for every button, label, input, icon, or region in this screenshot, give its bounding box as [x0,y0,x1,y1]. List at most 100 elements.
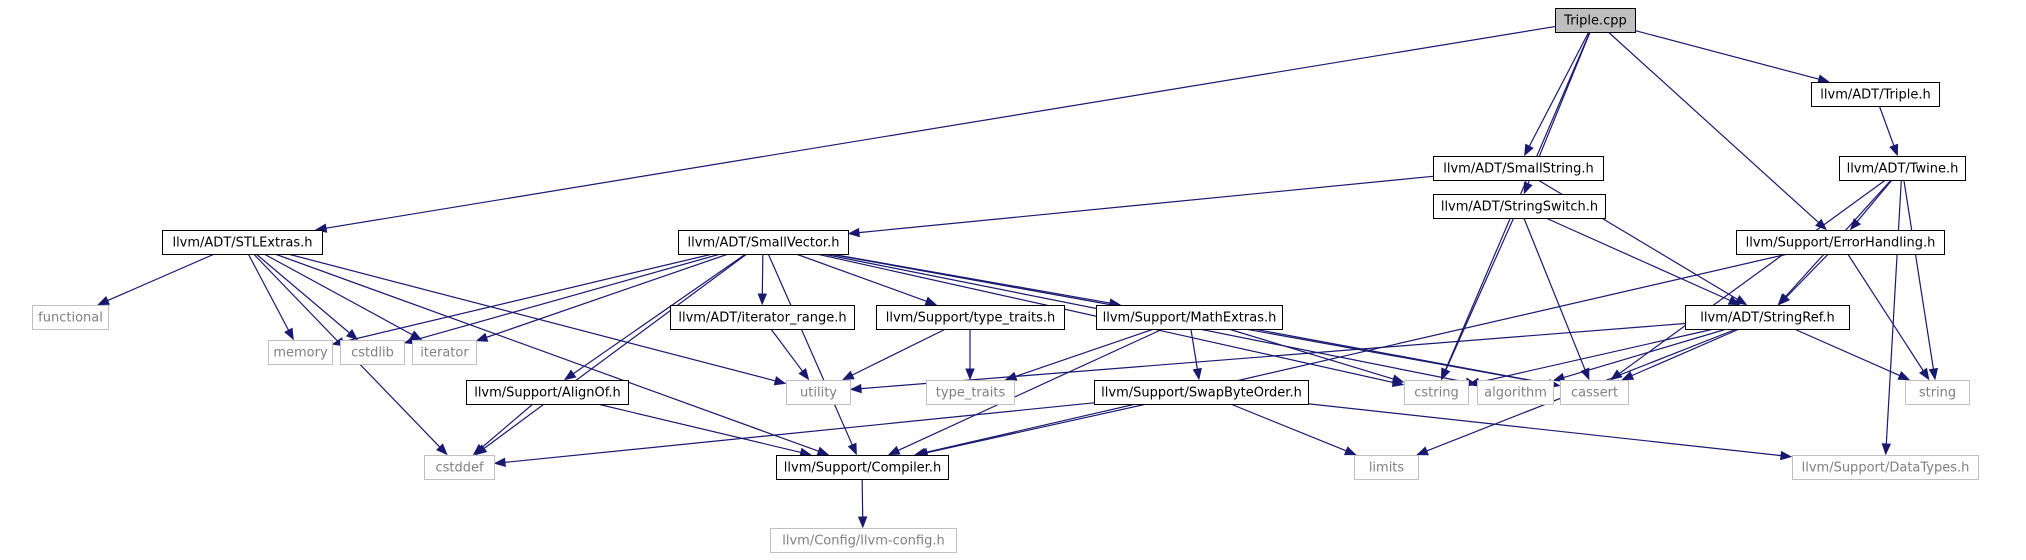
node-adt-stringswitch-h[interactable]: llvm/ADT/StringSwitch.h [1433,194,1606,219]
arrowhead-adt_smallstring_h-to-adt_stringref_h [1734,295,1748,306]
node-box [1354,455,1419,480]
node-box [1839,156,1966,181]
arrowhead-adt_smallstring_h-to-adt_smallvector_h [847,227,860,238]
node-label: llvm/Config/llvm-config.h [782,534,944,549]
node-box [1792,455,1979,480]
arrowhead-support_type_traits_h-to-type_traits [965,368,975,381]
edge-adt_twine_h-to-support_errorhandling_h [1856,179,1893,222]
arrowhead-support_mathextras_h-to-support_swapbyteorder_h [1192,367,1202,381]
arrowhead-support_mathextras_h-to-cstring [1391,374,1405,384]
arrowhead-adt_stlextras_h-to-support_compiler_h [816,446,830,456]
arrowhead-adt_triple_h-to-adt_twine_h [1889,143,1899,157]
node-adt-iterator-range-h[interactable]: llvm/ADT/iterator_range.h [670,305,855,330]
edge-adt_smallvector_h-to-iterator [486,253,729,338]
node-config-llvm-config-h: llvm/Config/llvm-config.h [770,528,957,553]
edges-layer [97,25,1939,529]
edge-support_swapbyteorder_h-to-limits [1230,403,1347,452]
node-box [876,305,1065,330]
edge-support_alignof_h-to-cstddef [481,403,534,449]
node-label: limits [1369,461,1405,476]
edge-adt_twine_h-to-cassert [1619,179,1886,375]
arrowhead-adt_stlextras_h-to-cstdlib [345,328,359,341]
node-label: llvm/ADT/StringSwitch.h [1441,200,1598,215]
edge-adt_stlextras_h-to-utility [287,253,776,382]
edge-adt_stringref_h-to-utility [860,322,1686,390]
node-support-mathextras-h[interactable]: llvm/Support/MathExtras.h [1096,305,1283,330]
arrowhead-triple_cpp-to-adt_smallstring_h [1524,143,1534,157]
arrowhead-support_mathextras_h-to-type_traits [1004,371,1018,381]
edge-support_errorhandling_h-to-adt_stringref_h [1785,253,1829,298]
arrowhead-adt_twine_h-to-string [1928,367,1939,381]
edge-adt_smallvector_h-to-support_alignof_h [572,253,747,375]
node-support-datatypes-h: llvm/Support/DataTypes.h [1792,455,1979,480]
node-label: llvm/ADT/iterator_range.h [678,311,846,326]
node-label: llvm/ADT/STLExtras.h [172,236,312,251]
arrowhead-support_swapbyteorder_h-to-cstddef [493,457,506,468]
arrowhead-triple_cpp-to-adt_stringswitch_h [1523,181,1533,195]
node-support-errorhandling-h[interactable]: llvm/Support/ErrorHandling.h [1736,230,1945,255]
node-label: iterator [420,346,469,361]
node-memory: memory [268,340,333,365]
node-label: llvm/Support/MathExtras.h [1103,311,1277,326]
edge-adt_smallvector_h-to-support_type_traits_h [795,253,927,302]
edge-adt_stringref_h-to-cassert [1631,328,1740,377]
edge-support_swapbyteorder_h-to-support_compiler_h [926,403,1147,454]
arrowhead-support_type_traits_h-to-utility [842,370,855,381]
arrowhead-support_alignof_h-to-cstddef [472,443,485,456]
node-box [926,380,1015,405]
node-box [1433,156,1604,181]
node-box [678,230,849,255]
node-box [1685,305,1850,330]
node-label: llvm/Support/DataTypes.h [1802,461,1970,476]
node-limits: limits [1354,455,1419,480]
node-label: memory [273,346,328,361]
node-label: type_traits [936,386,1006,401]
nodes-layer: Triple.cpp llvm/ADT/Triple.h llvm/ADT/Smal… [32,8,1979,553]
node-cassert: cassert [1560,380,1629,405]
node-support-alignof-h[interactable]: llvm/Support/AlignOf.h [466,380,629,405]
node-box [770,528,957,553]
arrowhead-adt_stringref_h-to-cassert [1621,371,1635,381]
arrowhead-support_compiler_h-to-config_llvm_config_h [857,516,868,529]
node-label: llvm/Support/SwapByteOrder.h [1101,386,1302,401]
arrowhead-adt_smallvector_h-to-adt_iterator_range_h [757,293,768,306]
node-label: llvm/Support/AlignOf.h [474,386,621,401]
node-label: cassert [1571,386,1618,401]
node-label: llvm/ADT/Triple.h [1820,88,1930,103]
node-iterator: iterator [412,340,477,365]
node-adt-triple-h[interactable]: llvm/ADT/Triple.h [1811,82,1940,107]
edge-support_errorhandling_h-to-string [1847,253,1924,372]
node-support-type-traits-h[interactable]: llvm/Support/type_traits.h [876,305,1065,330]
edge-adt_stringswitch_h-to-cassert [1523,217,1586,371]
edge-adt_smallvector_h-to-support_compiler_h [767,253,853,446]
edge-triple_cpp-to-support_errorhandling_h [1607,31,1820,224]
edge-support_swapbyteorder_h-to-cstddef [504,402,1095,463]
node-support-swapbyteorder-h[interactable]: llvm/Support/SwapByteOrder.h [1094,380,1309,405]
node-label: llvm/ADT/Twine.h [1847,162,1959,177]
node-adt-smallstring-h[interactable]: llvm/ADT/SmallString.h [1433,156,1604,181]
node-adt-smallvector-h[interactable]: llvm/ADT/SmallVector.h [678,230,849,255]
arrowhead-adt_stlextras_h-to-cstddef [436,443,448,456]
edge-support_errorhandling_h-to-support_compiler_h [924,253,1788,454]
node-box [1905,380,1970,405]
node-support-compiler-h[interactable]: llvm/Support/Compiler.h [776,455,949,480]
edge-support_mathextras_h-to-type_traits [1015,328,1155,378]
node-box [1560,380,1629,405]
node-adt-stlextras-h[interactable]: llvm/ADT/STLExtras.h [162,230,323,255]
node-adt-stringref-h[interactable]: llvm/ADT/StringRef.h [1685,305,1850,330]
node-box [1433,194,1606,219]
node-string: string [1905,380,1970,405]
node-box [1477,380,1554,405]
edge-support_mathextras_h-to-support_compiler_h [897,328,1164,451]
node-triple-cpp[interactable]: Triple.cpp [1555,8,1636,33]
edge-support_compiler_h-to-config_llvm_config_h [861,478,864,518]
node-box [1404,380,1469,405]
edge-adt_stlextras_h-to-memory [247,253,290,331]
node-utility: utility [786,380,851,405]
node-type-traits: type_traits [926,380,1015,405]
edge-adt_stringswitch_h-to-cstring [1445,217,1515,371]
node-box [424,455,495,480]
arrowhead-adt_iterator_range_h-to-utility [798,367,810,381]
node-adt-twine-h[interactable]: llvm/ADT/Twine.h [1839,156,1966,181]
